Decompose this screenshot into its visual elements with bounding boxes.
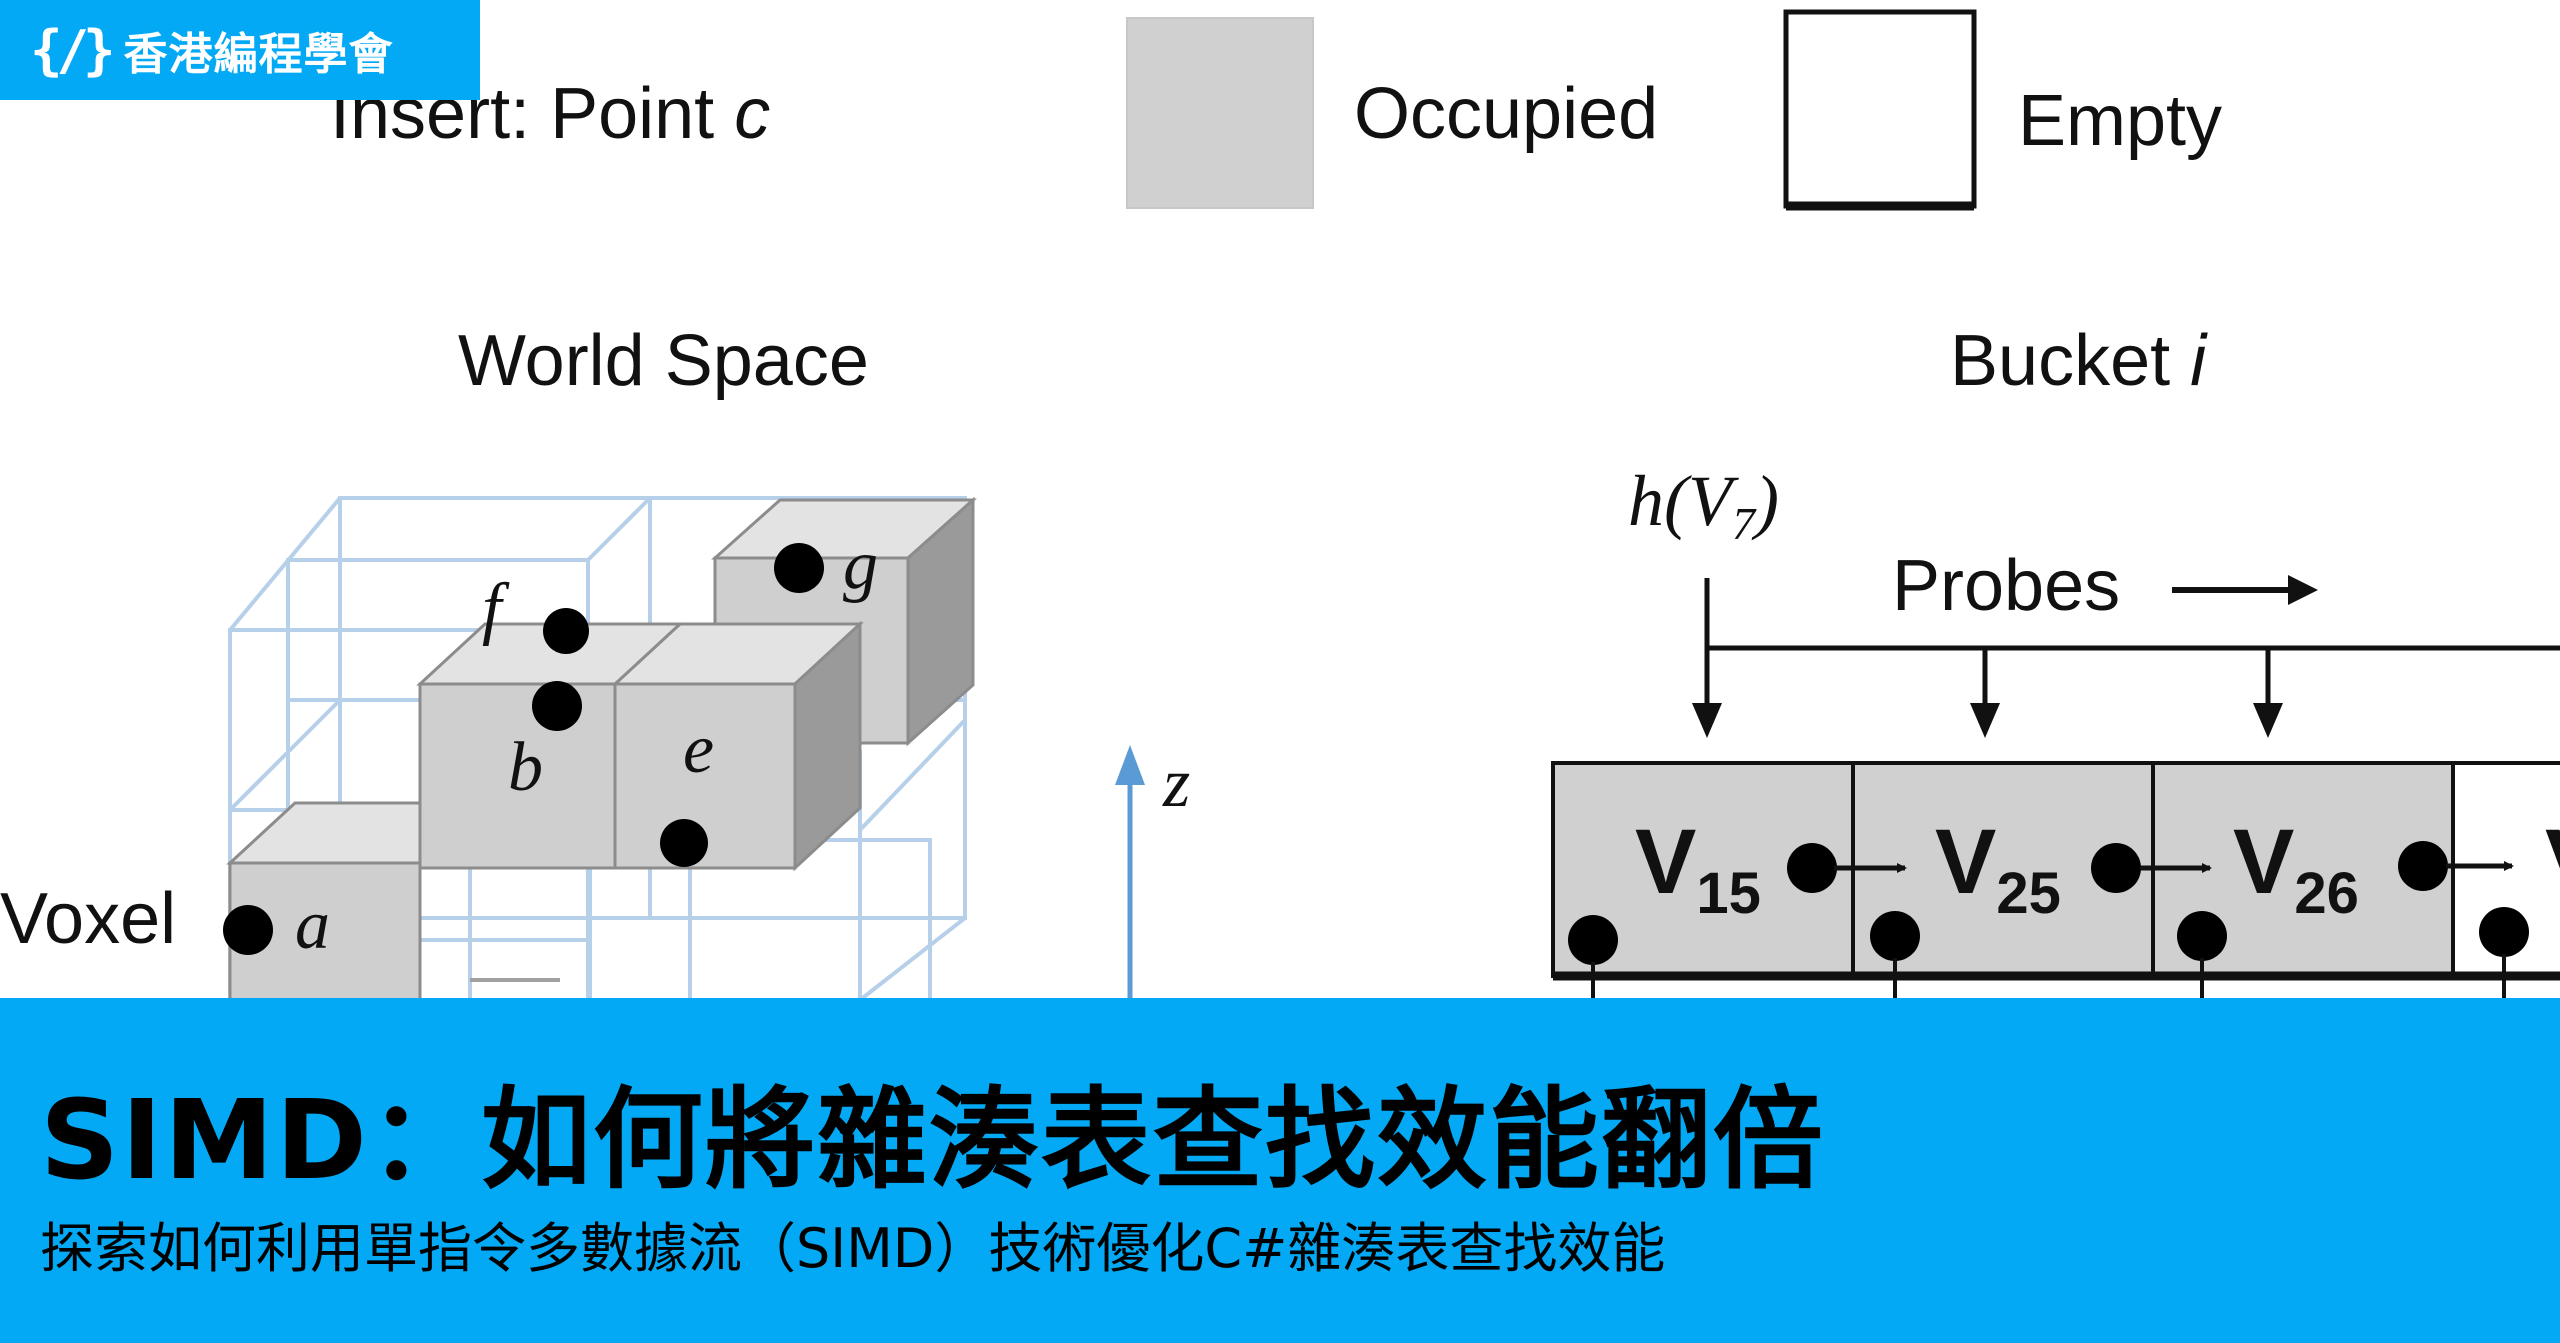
bucket-cell-3: V <box>2451 761 2560 978</box>
occupied-voxel-b <box>416 622 684 870</box>
voxel-label: Voxel <box>0 879 176 959</box>
svg-text:V15: V15 <box>1635 811 1761 926</box>
probe-bracket <box>1704 578 2560 710</box>
site-logo[interactable]: {/} 香港編程學會 <box>0 0 480 100</box>
probes-direction-arrow <box>2172 575 2318 605</box>
point-a-label: a <box>295 887 330 964</box>
svg-text:V25: V25 <box>1935 811 2061 926</box>
point-f-label: g <box>843 527 878 604</box>
chain-links <box>1834 861 2514 873</box>
probes-label: Probes <box>1892 546 2120 626</box>
z-axis-arrow <box>1115 745 1145 998</box>
svg-text:V: V <box>2545 811 2560 913</box>
chain-stems <box>1591 954 2506 998</box>
point-g-dot <box>543 608 589 654</box>
article-title: SIMD：如何將雜湊表查找效能翻倍 <box>40 1076 1825 1204</box>
code-braces-icon: {/} <box>30 18 116 82</box>
occupied-voxel-e <box>611 620 864 872</box>
site-name: 香港編程學會 <box>123 29 394 80</box>
legend-occupied-swatch <box>1126 17 1314 209</box>
legend-empty-swatch <box>1783 9 1977 209</box>
legend-occupied-label: Occupied <box>1354 74 1658 154</box>
z-axis-label: z <box>1162 745 1190 822</box>
svg-text:V26: V26 <box>2233 811 2359 926</box>
article-subtitle: 探索如何利用單指令多數據流（SIMD）技術優化C#雜湊表查找效能 <box>40 1217 1666 1280</box>
world-space-title: World Space <box>458 321 869 401</box>
point-e-label: e <box>683 711 714 788</box>
point-a-dot <box>223 905 273 955</box>
point-f-dot <box>774 543 824 593</box>
title-banner: SIMD：如何將雜湊表查找效能翻倍 探索如何利用單指令多數據流（SIMD）技術優… <box>0 998 2560 1343</box>
bucket-title: Bucket i <box>1950 321 2208 401</box>
point-b-dot <box>532 681 582 731</box>
hash-label: h(V7) <box>1628 461 1779 549</box>
bucket-cell-0: V15 <box>1551 761 1855 978</box>
probe-arrowheads <box>1692 703 2283 738</box>
point-e-dot <box>660 819 708 867</box>
point-b-label: b <box>508 729 543 806</box>
legend-empty-label: Empty <box>2018 81 2222 161</box>
